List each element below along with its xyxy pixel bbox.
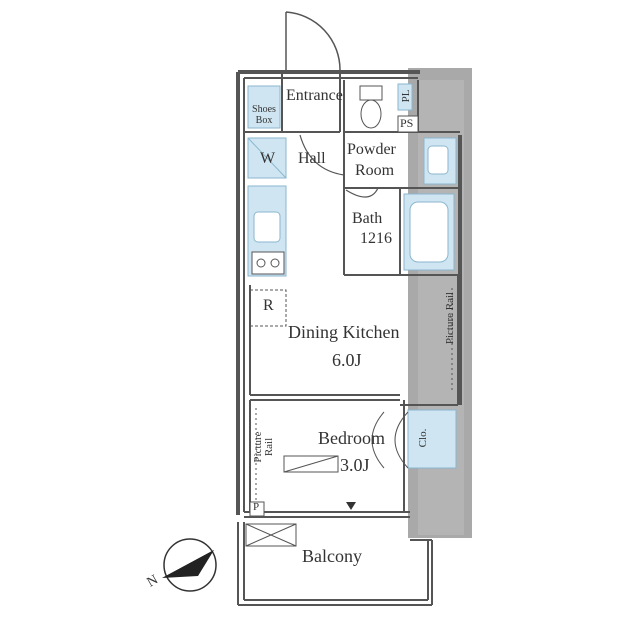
window-marker: [346, 502, 356, 510]
label-bedroom-size: 3.0J: [340, 455, 370, 475]
label-hall: Hall: [298, 150, 326, 167]
label-bath: Bath: [352, 210, 383, 227]
pl-box: [397, 83, 413, 111]
label-ps: PS: [400, 116, 414, 130]
ps-box: [397, 115, 419, 133]
label-entrance: Entrance: [286, 87, 343, 104]
label-bedroom: Bedroom: [318, 428, 385, 448]
p-box: [249, 501, 265, 517]
balcony-outline: [237, 522, 433, 606]
label-powder-room-2: Room: [355, 162, 395, 179]
refrigerator: [249, 289, 287, 327]
toilet: [359, 85, 383, 129]
label-balcony: Balcony: [302, 546, 362, 566]
label-bath-size: 1216: [360, 230, 392, 247]
north-arrow: [162, 538, 217, 592]
label-w: W: [260, 150, 276, 167]
label-closet: Clo.: [417, 428, 429, 448]
label-pl: PL: [400, 89, 412, 103]
label-powder-room-1: Powder: [347, 141, 396, 158]
entrance-door: [285, 11, 341, 71]
shoes-box: [247, 85, 281, 129]
label-picture-rail-right: Picture Rail: [444, 291, 456, 345]
bed-marker: [283, 455, 339, 473]
label-p: P: [253, 501, 260, 513]
label-dining-kitchen: Dining Kitchen: [288, 322, 400, 342]
label-r: R: [263, 297, 274, 314]
balcony-unit: [245, 523, 297, 547]
closet: [407, 409, 457, 469]
label-dining-kitchen-size: 6.0J: [332, 350, 362, 370]
outer-walls: [236, 70, 462, 515]
